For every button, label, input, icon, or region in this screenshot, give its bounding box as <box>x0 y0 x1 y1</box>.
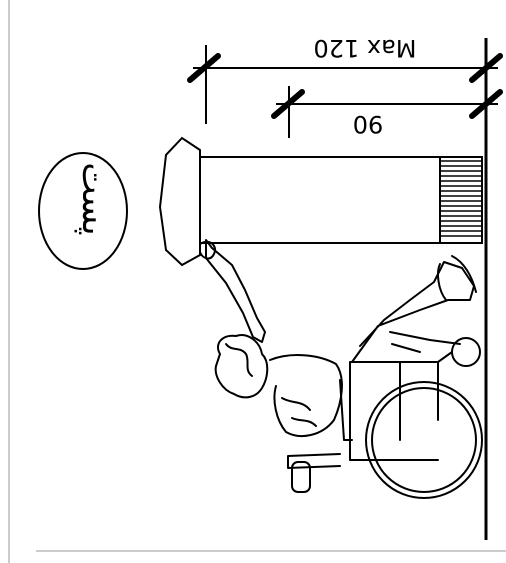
post-label-bubble: پست <box>38 152 128 270</box>
wheelchair-user-figure <box>199 239 477 437</box>
post-label-text: پست <box>74 162 114 235</box>
footrest-frame <box>389 331 461 353</box>
reaching-arm <box>205 239 266 343</box>
dimension-max-tick-right <box>469 53 503 83</box>
head <box>214 334 269 399</box>
post-body <box>199 156 443 244</box>
dimension-max-tick-left <box>187 53 221 83</box>
post-base-stripes <box>440 160 482 237</box>
wheelchair <box>287 331 483 499</box>
post-label-ellipse <box>38 152 128 270</box>
hand <box>199 240 216 260</box>
post-base-hatch <box>439 156 483 244</box>
dimension-min-tick-right <box>469 89 503 119</box>
rear-wheel-inner <box>371 387 477 493</box>
feet <box>437 255 477 301</box>
body-shading <box>281 397 317 427</box>
post-column <box>158 136 483 267</box>
hair <box>225 343 253 377</box>
handle-grip <box>291 461 311 493</box>
torso <box>269 354 343 437</box>
dimension-max-label: Max 120 <box>313 34 416 62</box>
legs <box>351 261 475 363</box>
chair-frame <box>349 351 453 461</box>
push-handle <box>287 453 341 469</box>
dimension-min-tick-left <box>271 89 305 119</box>
dimension-max <box>187 45 503 124</box>
armrest <box>339 379 353 441</box>
post-cap <box>158 136 201 267</box>
rear-wheel-outer <box>365 381 483 499</box>
dimension-min <box>271 86 503 138</box>
dimension-min-label: 90 <box>353 110 384 138</box>
front-caster <box>451 337 481 367</box>
